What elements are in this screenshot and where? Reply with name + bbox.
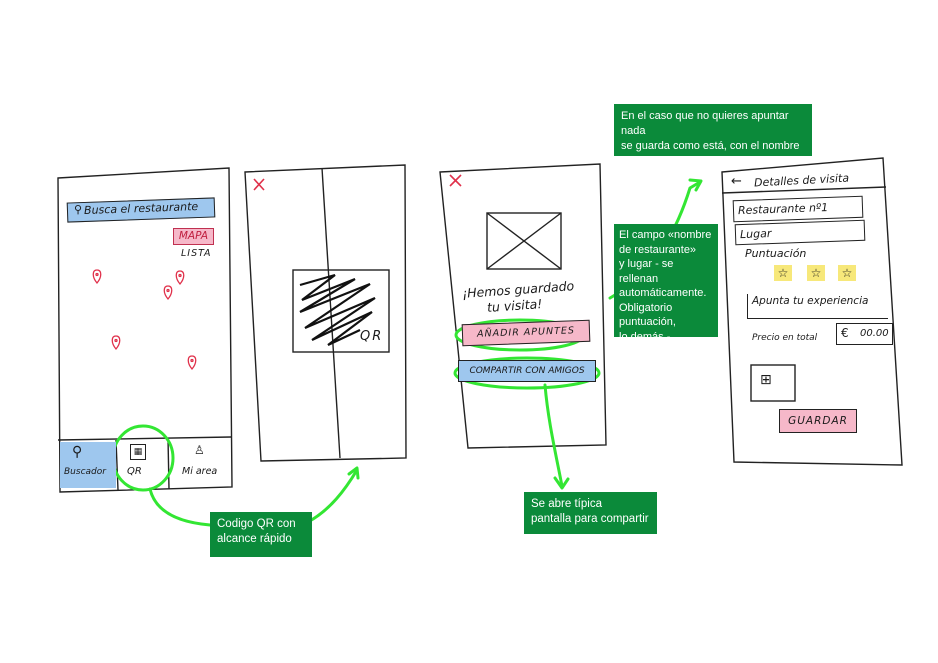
notes-placeholder: Apunta tu experiencia	[752, 295, 869, 307]
qr-scribble-icon	[299, 273, 376, 346]
currency-label: €	[841, 326, 849, 340]
add-notes-label: AÑADIR APUNTES	[476, 325, 576, 340]
save-annotation: En el caso que no quieres apuntar nada s…	[614, 104, 812, 167]
restaurant-name-field[interactable]: Restaurante nº1	[732, 195, 864, 223]
price-label: Precio en total	[752, 333, 818, 343]
list-tab[interactable]: LISTA	[181, 248, 212, 259]
price-field[interactable]: € 00.00	[836, 323, 893, 345]
screen2-frame	[244, 164, 407, 462]
share-highlight-ring	[453, 356, 601, 390]
qr-label: QR	[360, 329, 384, 344]
map-pins	[92, 269, 197, 371]
search-icon: ⚲	[72, 444, 83, 460]
nav-qr-label: QR	[127, 466, 142, 477]
close-icon[interactable]	[449, 174, 462, 187]
map-tab[interactable]: MAPA	[173, 228, 214, 245]
star-icon[interactable]: ☆	[838, 265, 856, 281]
map-pin-icon	[163, 285, 173, 301]
nav-search-label: Buscador	[64, 467, 106, 477]
save-button-label: GUARDAR	[788, 415, 848, 427]
add-photo-icon[interactable]: ⊞	[760, 372, 772, 388]
star-icon[interactable]: ☆	[807, 265, 825, 281]
share-button[interactable]: COMPARTIR CON AMIGOS	[458, 360, 596, 382]
map-pin-icon	[187, 355, 197, 371]
search-icon: ⚲	[74, 203, 83, 216]
map-tab-label: MAPA	[178, 230, 209, 242]
nav-qr-button[interactable]: ▦ QR	[118, 442, 168, 488]
place-value: Lugar	[739, 227, 772, 242]
share-annotation: Se abre típica pantalla para compartir	[524, 492, 657, 534]
map-pin-icon	[92, 269, 102, 285]
star-icon[interactable]: ☆	[774, 265, 792, 281]
notes-field[interactable]: Apunta tu experiencia	[747, 294, 888, 319]
autofill-annotation: El campo «nombre de restaurante» y lugar…	[614, 224, 718, 357]
price-value: 00.00	[860, 328, 889, 339]
arrow-share-to-sheet	[543, 383, 564, 488]
add-notes-button[interactable]: AÑADIR APUNTES	[461, 319, 591, 347]
share-label: COMPARTIR CON AMIGOS	[469, 366, 585, 376]
map-pin-icon	[175, 270, 185, 286]
arrow-qr-to-scanner	[148, 468, 359, 527]
screen4-frame	[721, 157, 903, 466]
nav-area-button[interactable]: ♙ Mi area	[170, 440, 230, 486]
screen1-frame	[57, 167, 233, 493]
close-icon[interactable]	[253, 178, 265, 191]
screen3-frame	[439, 163, 607, 449]
back-arrow-icon[interactable]: ←	[731, 174, 742, 189]
nav-area-label: Mi area	[182, 466, 218, 477]
rating-stars[interactable]: ☆ ☆ ☆	[774, 265, 864, 285]
qr-annotation: Codigo QR con alcance rápido	[210, 512, 312, 557]
save-button[interactable]: GUARDAR	[779, 409, 857, 433]
rating-label: Puntuación	[745, 247, 807, 260]
qr-icon: ▦	[130, 444, 146, 460]
restaurant-name-value: Restaurante nº1	[737, 200, 829, 218]
map-pin-icon	[111, 335, 121, 351]
nav-search-button[interactable]: ⚲ Buscador	[60, 442, 116, 488]
user-icon: ♙	[194, 443, 205, 457]
